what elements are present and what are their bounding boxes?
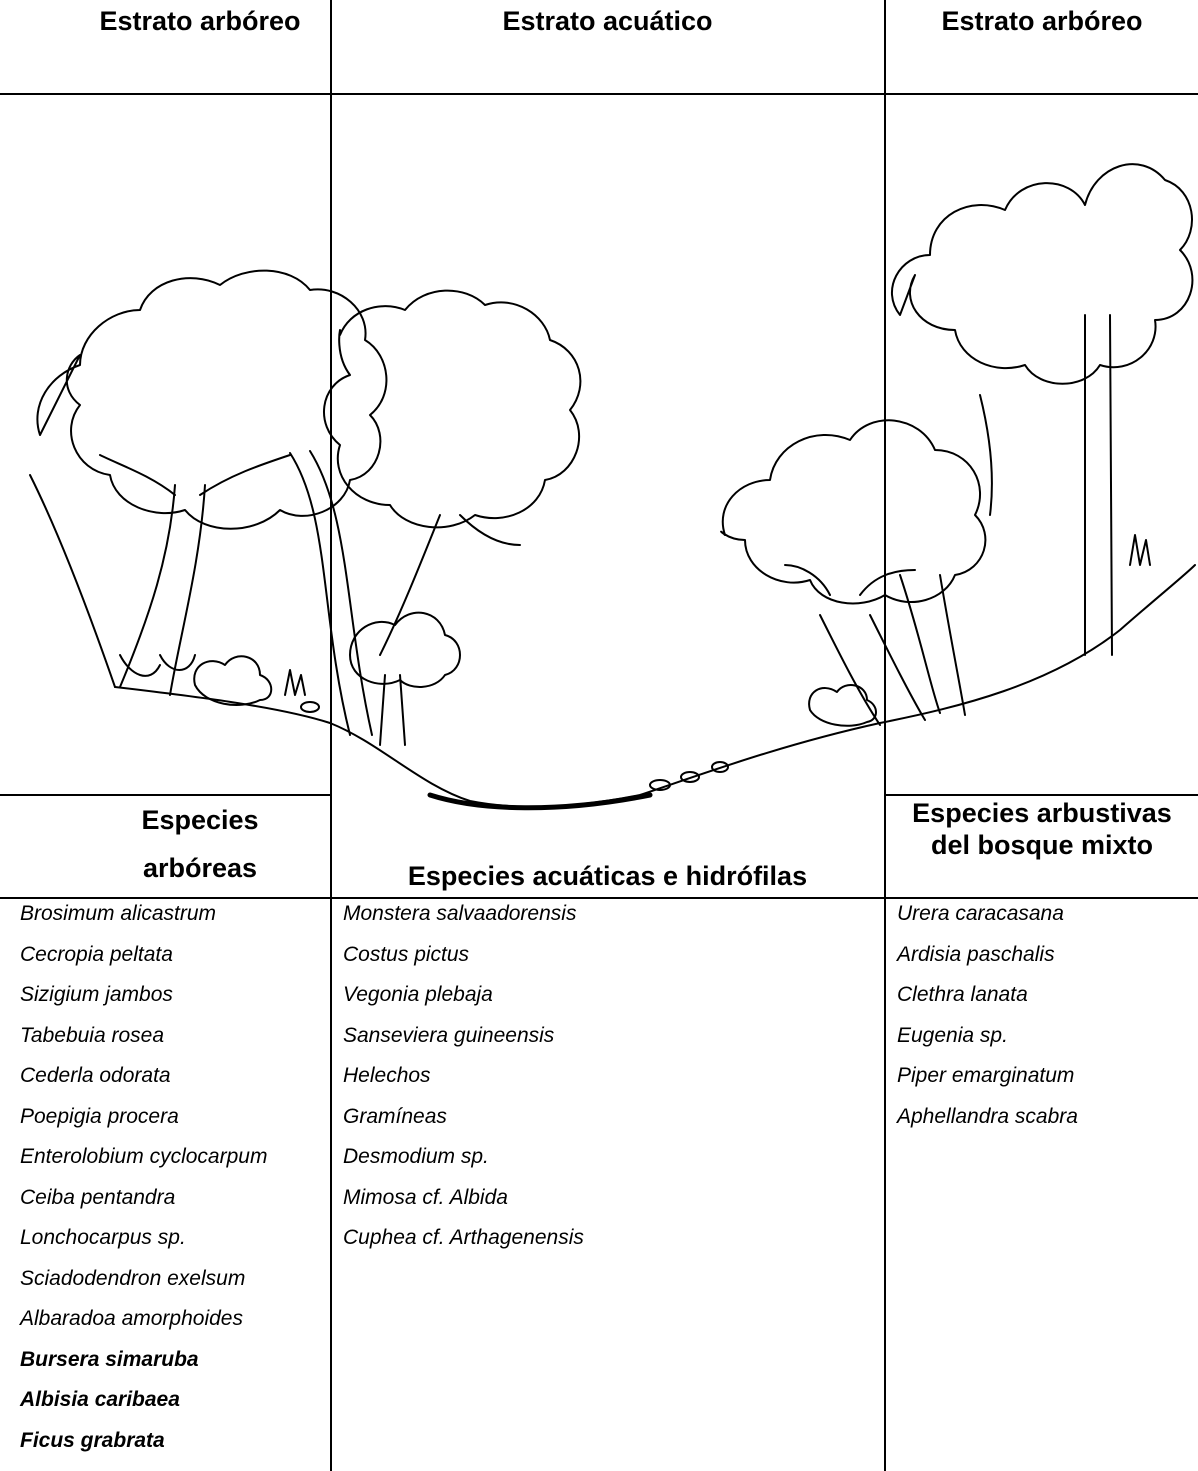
species-item: Ficus grabrata [20,1425,267,1466]
species-list-arbustivas: Urera caracasanaArdisia paschalisClethra… [897,898,1078,1141]
species-item: Gramíneas [343,1101,584,1142]
species-item: Bursera simaruba [20,1344,267,1385]
species-item: Eugenia sp. [897,1020,1078,1061]
right-branches [785,395,992,595]
species-item: Enterolobium cyclocarpum [20,1141,267,1182]
right-tall-canopy [892,164,1192,384]
column-title-arboreas-line2: arbóreas [70,848,330,888]
species-list-arboreas: Brosimum alicastrumCecropia peltataSizig… [20,898,267,1465]
aquatic-shrub-stem [380,675,405,745]
ground-line [115,565,1195,807]
vegetation-profile-illustration [0,95,1198,855]
species-item: Sciadodendron exelsum [20,1263,267,1304]
species-item: Monstera salvaadorensis [343,898,584,939]
column-title-arbustivas: Especies arbustivas del bosque mixto [886,797,1198,861]
header-estrato-arboreo-right: Estrato arbóreo [886,6,1198,37]
grass-right [1130,535,1150,565]
ground-shrub-right [809,685,876,726]
right-trunks [820,575,965,725]
species-item: Clethra lanata [897,979,1078,1020]
species-item: Costus pictus [343,939,584,980]
species-item: Ceiba pentandra [20,1182,267,1223]
aquatic-shrub [350,613,460,687]
species-item: Cecropia peltata [20,939,267,980]
species-item: Brosimum alicastrum [20,898,267,939]
column-title-acuaticas: Especies acuáticas e hidrófilas [331,856,884,896]
riverbed [430,795,650,808]
species-item: Helechos [343,1060,584,1101]
center-branches [380,515,520,655]
ground-shrub-left [194,656,271,705]
species-item: Poepigia procera [20,1101,267,1142]
species-item: Albaradoa amorphoides [20,1303,267,1344]
species-item: Ardisia paschalis [897,939,1078,980]
left-slope [30,475,115,687]
header-estrato-acuatico: Estrato acuático [331,6,884,37]
species-item: Piper emarginatum [897,1060,1078,1101]
species-item: Cederla odorata [20,1060,267,1101]
column-title-arboreas: Especies arbóreas [70,800,330,888]
header-estrato-arboreo-left: Estrato arbóreo [70,6,330,37]
species-item: Albisia caribaea [20,1384,267,1425]
species-item: Sizigium jambos [20,979,267,1020]
column-title-arbustivas-line2: del bosque mixto [886,829,1198,861]
right-canopy-low [721,420,985,603]
pebble [301,702,319,712]
left-trunk-branch-1 [100,455,290,495]
column-title-arbustivas-line1: Especies arbustivas [886,797,1198,829]
species-item: Tabebuia rosea [20,1020,267,1061]
species-item: Urera caracasana [897,898,1078,939]
species-item: Sanseviera guineensis [343,1020,584,1061]
species-item: Lonchocarpus sp. [20,1222,267,1263]
left-canopy [37,271,386,529]
grass-left [285,670,305,695]
species-item: Mimosa cf. Albida [343,1182,584,1223]
species-item: Cuphea cf. Arthagenensis [343,1222,584,1263]
center-canopy [324,291,580,528]
species-item: Vegonia plebaja [343,979,584,1020]
species-item: Aphellandra scabra [897,1101,1078,1142]
species-item: Desmodium sp. [343,1141,584,1182]
leaning-tree-trunk [290,451,372,735]
column-title-arboreas-line1: Especies [70,800,330,840]
species-list-acuaticas: Monstera salvaadorensisCostus pictusVego… [343,898,584,1263]
